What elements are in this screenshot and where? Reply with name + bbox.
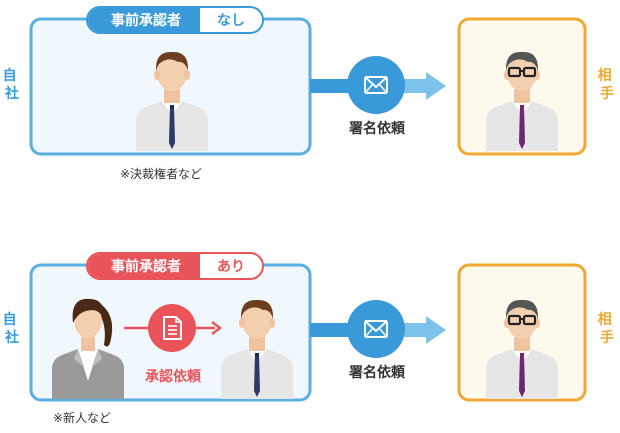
- envelope-circle: [347, 56, 405, 114]
- signature-request-label-2: 署名依頼: [348, 364, 406, 381]
- approver-status: なし: [217, 13, 245, 29]
- internal-arrow-head: [211, 321, 223, 335]
- approver-label-2: 事前承認者: [111, 258, 181, 275]
- approver-label: 事前承認者: [111, 12, 181, 29]
- own-company-label: 自 社: [3, 67, 22, 102]
- row-with-approver: 自 社 事前承認者 あり 承認依頼: [3, 252, 617, 425]
- approver-status-pill-2: 事前承認者 あり: [86, 252, 264, 280]
- partner-label-2: 相 手: [598, 311, 617, 346]
- approver-caption: ※決裁権者など: [120, 166, 202, 181]
- flow-arrow-head-2: [426, 316, 446, 344]
- approval-request-label: 承認依頼: [145, 368, 202, 385]
- own-company-label-2: 自 社: [3, 311, 22, 346]
- new-employee-caption: ※新人など: [53, 410, 111, 425]
- partner-label: 相 手: [598, 67, 617, 102]
- flow-arrow-head: [426, 72, 446, 100]
- row-no-approver: 自 社 事前承認者 なし 署名依頼: [3, 6, 617, 181]
- document-circle: [148, 304, 196, 352]
- signature-request-label: 署名依頼: [348, 120, 406, 137]
- envelope-circle-2: [347, 300, 405, 358]
- approver-status-2: あり: [217, 259, 245, 275]
- approver-status-pill: 事前承認者 なし: [86, 6, 264, 34]
